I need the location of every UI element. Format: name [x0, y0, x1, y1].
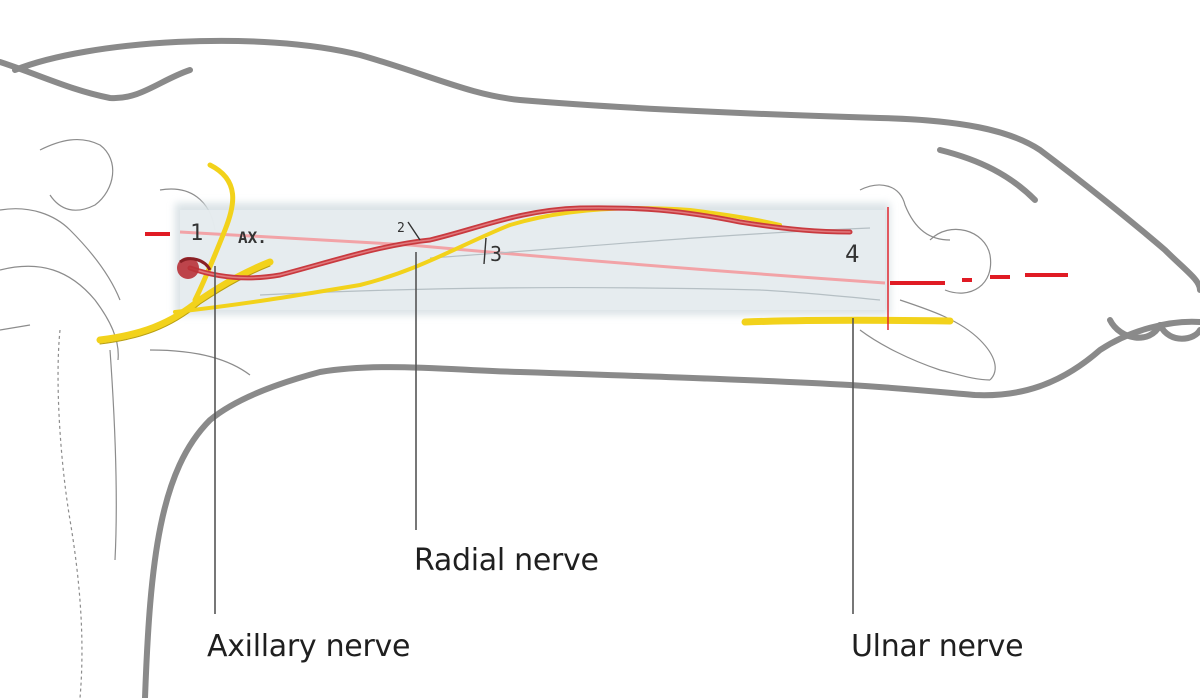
ulnar-nerve-label: Ulnar nerve	[851, 629, 1023, 664]
axillary-nerve-label: Axillary nerve	[207, 629, 410, 664]
mark-ax: AX.	[238, 228, 267, 247]
mark-3: 3	[490, 242, 502, 266]
limb-outline	[0, 41, 1200, 698]
mark-2: 2	[397, 221, 405, 236]
mark-1: 1	[190, 221, 203, 246]
mark-4: 4	[845, 240, 859, 268]
radial-nerve-label: Radial nerve	[414, 543, 599, 578]
